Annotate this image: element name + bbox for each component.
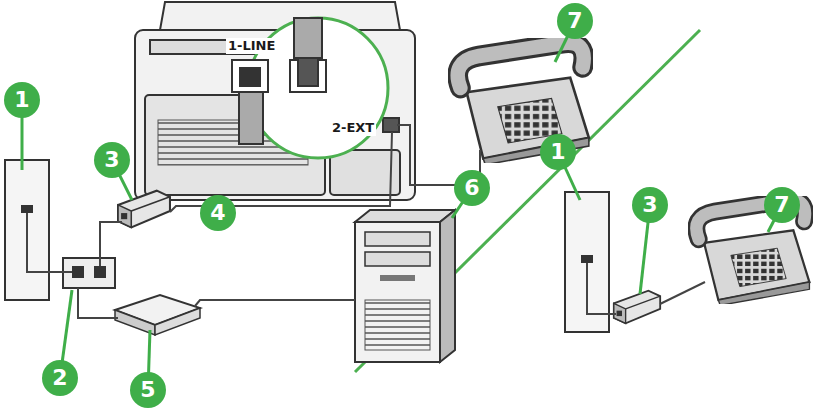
callout-number: 4 — [200, 195, 236, 231]
port-label: 2-EXT — [330, 120, 376, 136]
callout-number: 2 — [42, 360, 78, 396]
callout-number: 7 — [764, 187, 800, 223]
port-label: 1-LINE — [226, 38, 277, 54]
callout-number: 5 — [130, 372, 166, 408]
callout-number: 3 — [94, 142, 130, 178]
callout-number: 3 — [632, 187, 668, 223]
callout-number: 1 — [4, 82, 40, 118]
callout-number: 6 — [454, 170, 490, 206]
callout-number: 7 — [557, 3, 593, 39]
callout-number: 1 — [540, 134, 576, 170]
